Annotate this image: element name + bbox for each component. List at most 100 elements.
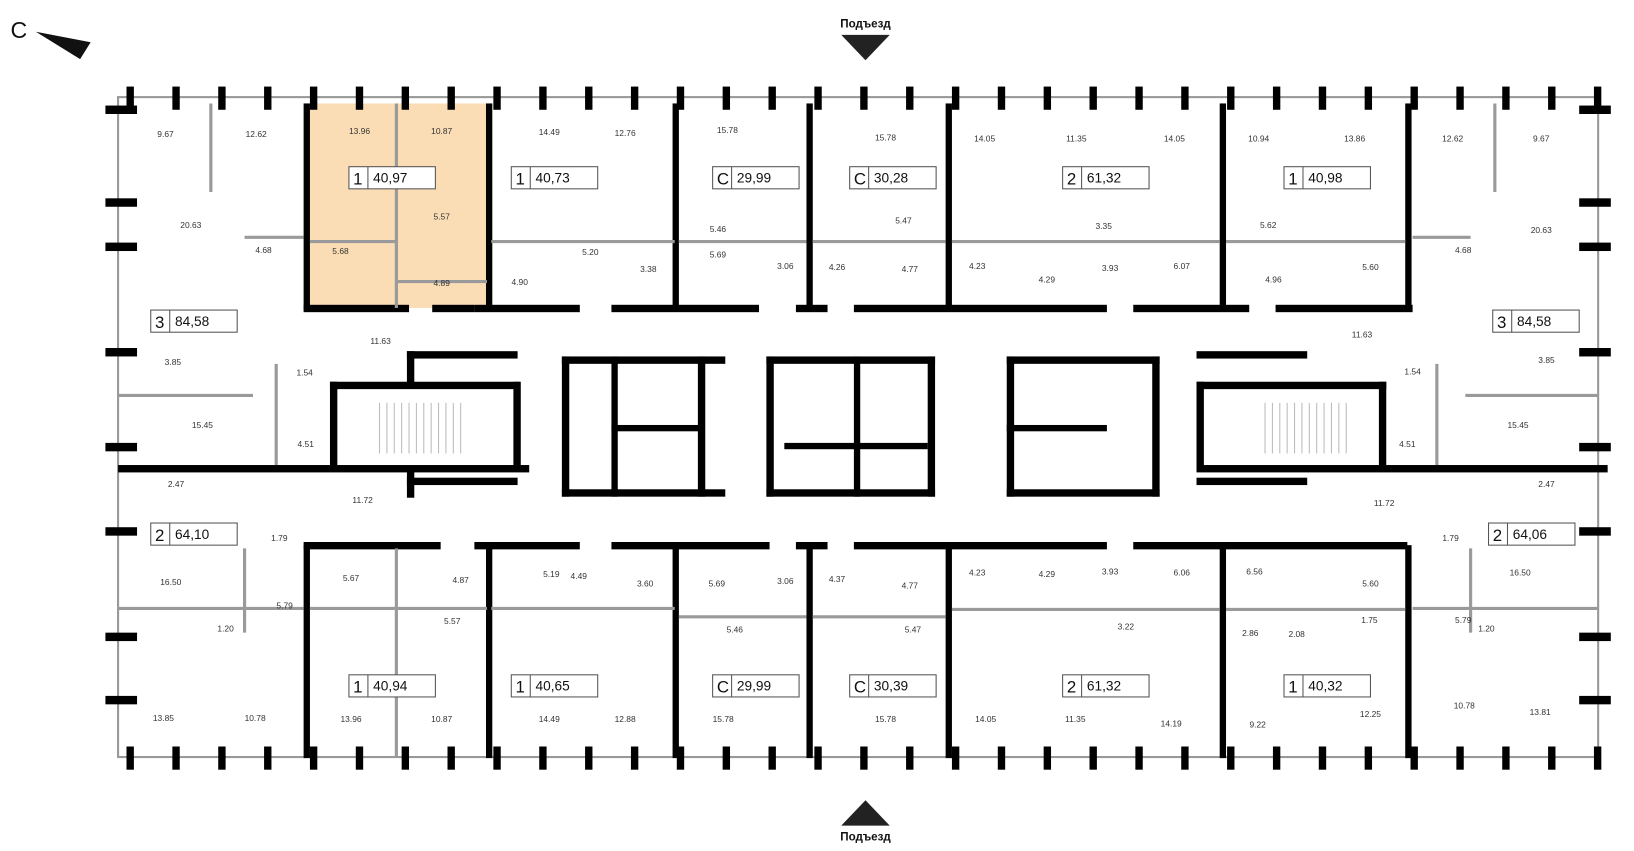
room-area-label: 15.78: [875, 714, 896, 724]
facade-pier: [1579, 105, 1611, 114]
wall: [672, 545, 679, 759]
room-area-label: 3.35: [1096, 221, 1113, 231]
wall: [697, 356, 706, 497]
wall: [766, 356, 774, 497]
facade-pier: [1548, 86, 1556, 110]
room-area-label: 6.56: [1246, 567, 1263, 577]
room-area-label: 6.06: [1174, 568, 1191, 578]
apartment-badge-frame: [510, 166, 599, 190]
facade-pier: [951, 86, 960, 110]
room-area-label: 13.81: [1530, 707, 1551, 717]
facade-pier: [539, 746, 547, 770]
facade-pier: [860, 746, 868, 770]
facade-pier: [493, 86, 501, 110]
entrance-top[interactable]: Подъезд: [840, 19, 891, 61]
room-area-label: 3.60: [637, 578, 654, 588]
room-area-label: 5.79: [276, 600, 293, 610]
apartment-area: 64,10: [175, 527, 210, 542]
facade-pier: [1593, 746, 1602, 770]
room-area-label: 3.38: [640, 264, 657, 274]
room-area-label: 9.67: [1533, 133, 1550, 143]
facade-pier: [1135, 86, 1143, 110]
room-area-label: 5.67: [343, 573, 360, 583]
room-area-label: 15.78: [713, 714, 734, 724]
facade-pier: [401, 746, 410, 770]
room-area-label: 1.54: [1404, 366, 1421, 376]
room-area-label: 12.62: [246, 129, 267, 139]
apartment-area: 40,65: [536, 679, 571, 694]
room-area-label: 14.05: [974, 133, 995, 143]
wall: [118, 465, 530, 473]
wall: [303, 103, 310, 311]
facade-pier: [447, 86, 455, 110]
wall: [1196, 477, 1308, 486]
facade-pier: [1089, 746, 1097, 770]
room-area-label: 9.22: [1249, 720, 1266, 730]
wall: [303, 304, 410, 313]
wall: [406, 477, 518, 486]
wall: [303, 545, 310, 759]
wall: [784, 442, 928, 450]
room-area-label: 5.57: [434, 211, 451, 221]
entrance-bottom[interactable]: Подъезд: [840, 800, 891, 843]
room-area-label: 10.78: [1454, 701, 1475, 711]
apartment-area: 64,06: [1513, 527, 1548, 542]
facade-pier: [860, 86, 868, 110]
room-area-label: 4.51: [298, 439, 315, 449]
facade-pier: [105, 198, 138, 207]
facade-pier: [401, 86, 410, 110]
apartment-area: 84,58: [1517, 314, 1552, 329]
apartment-badge-frame: [1062, 166, 1150, 190]
facade-pier: [1579, 632, 1611, 642]
room-area-label: 2.47: [1538, 479, 1555, 489]
entrance-up-arrow-icon: [841, 800, 890, 826]
room-area-label: 4.89: [434, 278, 451, 288]
room-area-label: 12.88: [615, 714, 636, 724]
wall: [1405, 103, 1412, 311]
room-area-label: 14.49: [539, 714, 560, 724]
wall: [406, 351, 415, 383]
room-area-label: 5.47: [905, 625, 922, 635]
facade-pier: [105, 695, 138, 705]
facade-pier: [630, 746, 639, 770]
wall: [1219, 545, 1227, 759]
wall: [611, 424, 705, 432]
room-area-label: 5.46: [727, 625, 744, 635]
room-area-label: 5.19: [543, 569, 560, 579]
facade-pier: [1364, 746, 1373, 770]
facade-pier: [1502, 86, 1510, 110]
facade-pier: [906, 746, 914, 770]
facade-pier: [218, 746, 226, 770]
apartment-badge-frame: [348, 166, 436, 190]
apartment-badge-frame: [849, 674, 937, 698]
wall: [853, 541, 1107, 550]
room-area-label: 5.62: [1260, 220, 1277, 230]
room-area-label: 4.23: [969, 261, 986, 271]
room-area-label: 14.05: [975, 714, 996, 724]
apartment-badge-frame: [1492, 309, 1580, 333]
room-area-label: 13.96: [349, 126, 370, 136]
facade-pier: [768, 746, 776, 770]
apartment-rooms: 2: [1067, 678, 1076, 697]
wall: [1196, 381, 1204, 471]
room-area-label: 5.60: [1362, 262, 1379, 272]
room-area-label: 5.20: [582, 247, 599, 257]
room-area-label: 4.68: [255, 245, 272, 255]
